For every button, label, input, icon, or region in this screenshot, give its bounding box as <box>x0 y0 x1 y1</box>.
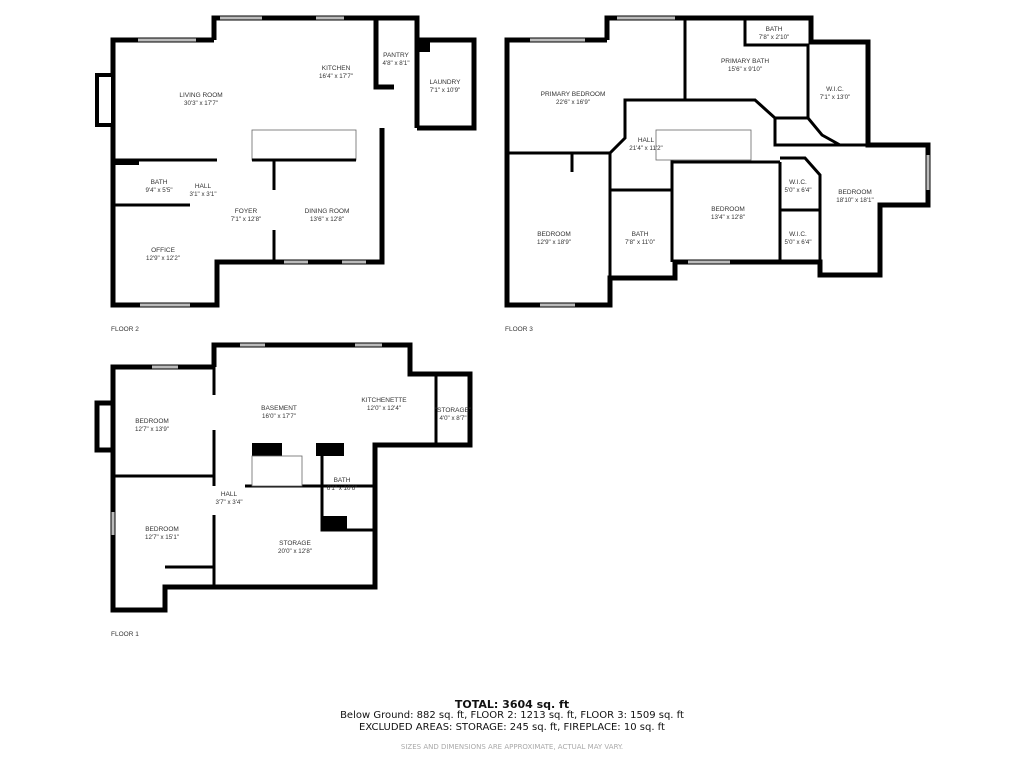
room-dimensions: 12'7" x 13'9" <box>135 426 169 433</box>
room-name: BATH <box>334 477 351 484</box>
room-dimensions: 3'7" x 3'4" <box>215 499 242 506</box>
room-dimensions: 5'0" x 6'4" <box>784 239 811 246</box>
room-dimensions: 20'0" x 12'8" <box>278 548 312 555</box>
room-name: BATH <box>766 26 783 33</box>
room-dimensions: 3'1" x 3'1" <box>189 191 216 198</box>
room-name: W.I.C. <box>826 86 844 93</box>
room-name: BATH <box>151 179 168 186</box>
disclaimer: SIZES AND DIMENSIONS ARE APPROXIMATE, AC… <box>400 743 624 751</box>
room-name: BEDROOM <box>838 189 872 196</box>
room-name: KITCHENETTE <box>361 397 407 404</box>
room-dimensions: 7'1" x 12'8" <box>231 216 262 223</box>
room-name: KITCHEN <box>322 65 351 72</box>
room-dimensions: 18'10" x 18'1" <box>836 197 873 204</box>
staircase <box>655 129 752 161</box>
floor-2-plan <box>95 15 477 308</box>
room-dimensions: 12'9" x 18'9" <box>537 239 571 246</box>
room-name: BEDROOM <box>537 231 571 238</box>
staircase <box>251 455 303 487</box>
room-dimensions: 21'4" x 11'2" <box>629 145 662 152</box>
room-dimensions: 12'7" x 15'1" <box>145 534 179 541</box>
room-name: HALL <box>638 137 655 144</box>
room-name: STORAGE <box>279 540 311 547</box>
room-name: OFFICE <box>151 247 175 254</box>
room-name: BEDROOM <box>145 526 179 533</box>
room-dimensions: 12'0" x 12'4" <box>367 405 401 412</box>
room-name: "STORAGE" <box>435 407 472 414</box>
room-name: BEDROOM <box>135 418 169 425</box>
room-dimensions: 16'4" x 17'7" <box>319 73 353 80</box>
floor-3-plan <box>504 15 931 308</box>
room-name: BASEMENT <box>261 405 297 412</box>
excluded-areas: EXCLUDED AREAS: STORAGE: 245 sq. ft, FIR… <box>359 722 665 733</box>
room-name: LAUNDRY <box>430 79 462 86</box>
room-dimensions: 7'8" x 2'10" <box>759 34 790 41</box>
room-name: LIVING ROOM <box>179 92 222 99</box>
floor-label: FLOOR 2 <box>111 326 139 333</box>
room-dimensions: 22'6" x 16'9" <box>556 99 590 106</box>
room-dimensions: 4'8" x 8'1" <box>382 60 409 67</box>
room-name: W.I.C. <box>789 179 807 186</box>
staircase <box>251 129 357 161</box>
room-name: PRIMARY BEDROOM <box>541 91 606 98</box>
room-name: HALL <box>195 183 212 190</box>
room-dimensions: 12'9" x 12'2" <box>146 255 180 262</box>
room-dimensions: 5'0" x 6'4" <box>784 187 811 194</box>
room-dimensions: 30'3" x 17'7" <box>184 100 218 107</box>
area-breakdown: Below Ground: 882 sq. ft, FLOOR 2: 1213 … <box>340 710 684 721</box>
room-name: HALL <box>221 491 238 498</box>
room-name: BATH <box>632 231 649 238</box>
floor-1-plan <box>94 342 473 613</box>
room-name: W.I.C. <box>789 231 807 238</box>
room-dimensions: 4'0" x 8'7" <box>439 415 466 422</box>
room-dimensions: 7'1" x 10'9" <box>430 87 461 94</box>
room-name: PANTRY <box>383 52 409 59</box>
fireplace-icon <box>95 73 115 127</box>
room-dimensions: 13'4" x 12'8" <box>711 214 745 221</box>
room-dimensions: 9'4" x 5'5" <box>145 187 172 194</box>
room-dimensions: 7'1" x 13'0" <box>820 94 851 101</box>
room-name: BEDROOM <box>711 206 745 213</box>
room-name: DINING ROOM <box>305 208 350 215</box>
floor-label: FLOOR 3 <box>505 326 533 333</box>
room-dimensions: 13'6" x 12'8" <box>310 216 344 223</box>
room-dimensions: 6'1" x 10'6" <box>327 485 358 492</box>
room-name: FOYER <box>235 208 258 215</box>
room-dimensions: 16'0" x 17'7" <box>262 413 296 420</box>
floor-label: FLOOR 1 <box>111 631 139 638</box>
room-name: PRIMARY BATH <box>721 58 769 65</box>
room-dimensions: 7'8" x 11'0" <box>625 239 655 246</box>
room-dimensions: 15'6" x 9'10" <box>728 66 762 73</box>
total-area: TOTAL: 3604 sq. ft <box>454 698 570 711</box>
